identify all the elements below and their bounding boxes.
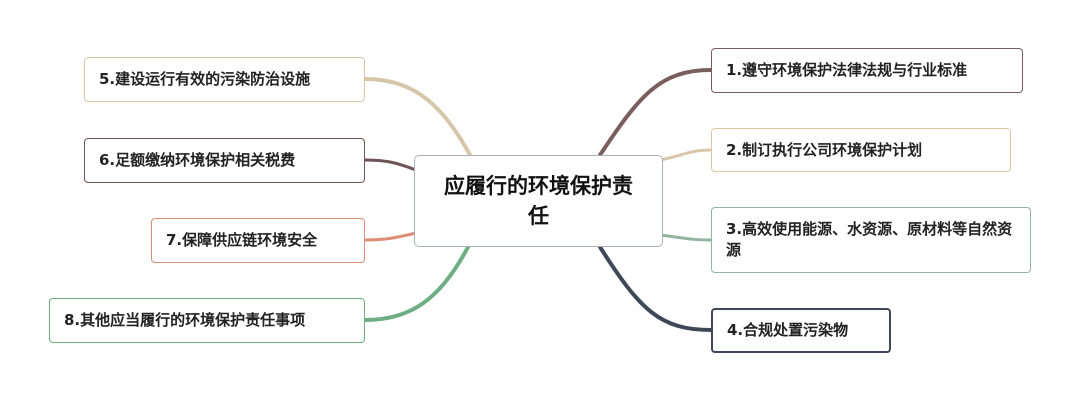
connector-b7 [363,231,418,242]
branch-label-4: 4.合规处置污染物 [727,321,849,339]
connector-b4 [598,245,713,332]
branch-node-3[interactable]: 3.高效使用能源、水资源、原材料等自然资源 [711,207,1031,273]
branch-label-8: 8.其他应当履行的环境保护责任事项 [64,311,306,329]
connector-b3 [658,233,713,242]
branch-node-8[interactable]: 8.其他应当履行的环境保护责任事项 [49,298,365,343]
branch-label-2: 2.制订执行公司环境保护计划 [726,140,923,159]
branch-node-1[interactable]: 1.遵守环境保护法律法规与行业标准 [711,48,1023,93]
central-topic-label: 应履行的环境保护责任 [444,173,633,228]
branch-node-5[interactable]: 5.建设运行有效的污染防治设施 [84,57,365,102]
branch-node-2[interactable]: 2.制订执行公司环境保护计划 [711,128,1011,172]
branch-label-1: 1.遵守环境保护法律法规与行业标准 [726,61,968,79]
central-topic[interactable]: 应履行的环境保护责任 [414,155,663,247]
branch-label-5: 5.建设运行有效的污染防治设施 [99,70,311,88]
branch-node-7[interactable]: 7.保障供应链环境安全 [151,218,365,263]
connector-b2 [658,148,713,162]
branch-node-4[interactable]: 4.合规处置污染物 [711,308,891,353]
connector-b5 [363,77,472,157]
connector-b6 [363,158,418,172]
connector-b8 [363,245,470,322]
connector-b1 [598,68,713,157]
branch-label-3: 3.高效使用能源、水资源、原材料等自然资源 [726,220,1013,259]
branch-label-6: 6.足额缴纳环境保护相关税费 [99,151,296,169]
branch-node-6[interactable]: 6.足额缴纳环境保护相关税费 [84,138,365,183]
branch-label-7: 7.保障供应链环境安全 [166,231,318,249]
